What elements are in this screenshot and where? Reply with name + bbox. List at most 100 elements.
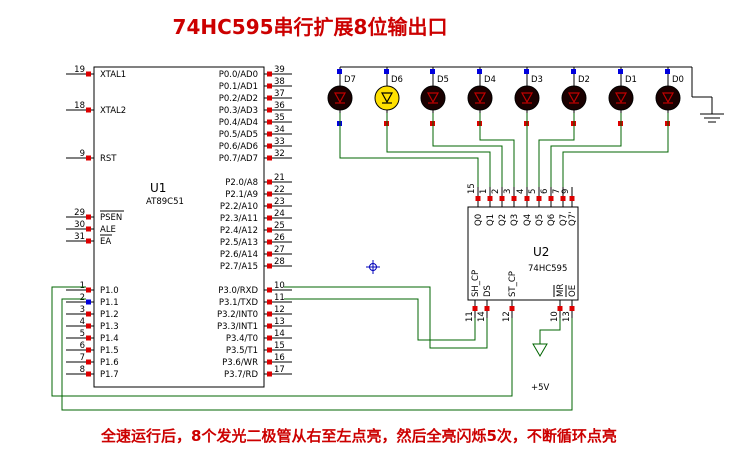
u1-pin-name: P3.4/T0 xyxy=(226,334,258,344)
u2-pin-name: Q5 xyxy=(535,214,545,226)
u2-pin-name: Q6 xyxy=(547,214,557,226)
crosshair-icon xyxy=(366,260,380,274)
u1-pin-number: 39 xyxy=(274,65,285,75)
u2-pin-name: SH_CP xyxy=(471,270,481,297)
u2-pin-number: 13 xyxy=(562,311,572,322)
led-label: D0 xyxy=(672,75,684,85)
u1-pin-name: P1.5 xyxy=(100,346,119,356)
u1-pin-number: 8 xyxy=(80,365,85,375)
u1-pin-number: 18 xyxy=(74,101,85,111)
u1-pin-number: 25 xyxy=(274,221,285,231)
u1-pin-name: P1.6 xyxy=(100,358,119,368)
u1-pin-name: P2.4/A12 xyxy=(220,226,258,236)
u1-pin-number: 19 xyxy=(74,65,85,75)
u2-pin-name: OE xyxy=(568,285,578,297)
u1-pin-number: 23 xyxy=(274,197,285,207)
u2-pin-number: 9 xyxy=(561,189,571,194)
u1-pin-number: 10 xyxy=(274,281,285,291)
u1-pin-number: 22 xyxy=(274,185,285,195)
u2-pin-7: 7Q7 xyxy=(552,187,569,226)
u1-pin-number: 26 xyxy=(274,233,285,243)
u1-pin-name: P3.1/TXD xyxy=(219,298,259,308)
u1-pin-name: P2.3/A11 xyxy=(220,214,258,224)
u2-pin-number: 11 xyxy=(465,311,475,322)
led-d2: D2 xyxy=(561,67,590,126)
u1-pin-number: 17 xyxy=(274,365,285,375)
u2-pin-2: 2Q2 xyxy=(491,187,508,226)
u2-pin-name: Q7' xyxy=(568,212,578,226)
u1-pin-name: P1.7 xyxy=(100,370,119,380)
u1-pin-name: P1.1 xyxy=(100,298,119,308)
u2-pin-number: 4 xyxy=(516,189,526,194)
schematic-title: 74HC595串行扩展8位输出口 xyxy=(173,15,448,39)
led-d3: D3 xyxy=(514,67,543,126)
u1-pin-number: 37 xyxy=(274,89,285,99)
led-label: D1 xyxy=(625,75,637,85)
u1-pin-name: P1.2 xyxy=(100,310,119,320)
power-label: +5V xyxy=(531,383,550,393)
led-d0: D0 xyxy=(655,67,684,126)
u2-pin-9: 9Q7' xyxy=(561,187,578,226)
led-d7: D7 xyxy=(327,67,356,126)
u1-pin-number: 3 xyxy=(80,305,85,315)
u1-pin-number: 24 xyxy=(274,209,285,219)
u1-pin-number: 11 xyxy=(274,293,285,303)
u1-pin-name: P2.2/A10 xyxy=(220,202,258,212)
u1-pin-name: P0.4/AD4 xyxy=(219,118,258,128)
u1-pin-name: P0.7/AD7 xyxy=(219,154,258,164)
u2-pin-name: Q0 xyxy=(474,214,484,226)
u1-pin-number: 29 xyxy=(74,208,85,218)
u2-pin-5: 5Q5 xyxy=(528,187,545,226)
u2-pin-number: 10 xyxy=(550,311,560,322)
u2-pin-name: Q3 xyxy=(510,214,520,226)
u1-pin-name: P3.5/T1 xyxy=(226,346,258,356)
u1-pin-name: PSEN xyxy=(100,213,122,223)
u1-pin-number: 5 xyxy=(80,329,85,339)
u1-pin-number: 13 xyxy=(274,317,285,327)
u2-pin-4: 4Q4 xyxy=(516,187,533,226)
u1-pin-name: P1.0 xyxy=(100,286,119,296)
u2-pin-number: 6 xyxy=(540,189,550,194)
u2-pin-name: Q1 xyxy=(486,214,496,226)
led-label: D6 xyxy=(391,75,403,85)
u1-pin-number: 32 xyxy=(274,149,285,159)
u1-pin-name: P1.3 xyxy=(100,322,119,332)
u1-pin-number: 38 xyxy=(274,77,285,87)
u1-pin-number: 14 xyxy=(274,329,285,339)
u1-pin-number: 9 xyxy=(80,149,85,159)
u1-pin-name: P0.2/AD2 xyxy=(219,94,258,104)
led-d4: D4 xyxy=(467,67,496,126)
ground-symbol xyxy=(692,96,724,123)
u1-pin-name: P3.0/RXD xyxy=(218,286,258,296)
u2-pin-name: ST_CP xyxy=(508,271,518,297)
u2-pin-name: DS xyxy=(483,285,493,297)
u1-pin-number: 36 xyxy=(274,101,285,111)
u1-pin-name: P0.3/AD3 xyxy=(219,106,258,116)
u1-pin-number: 1 xyxy=(80,281,85,291)
u1-pin-number: 6 xyxy=(80,341,85,351)
